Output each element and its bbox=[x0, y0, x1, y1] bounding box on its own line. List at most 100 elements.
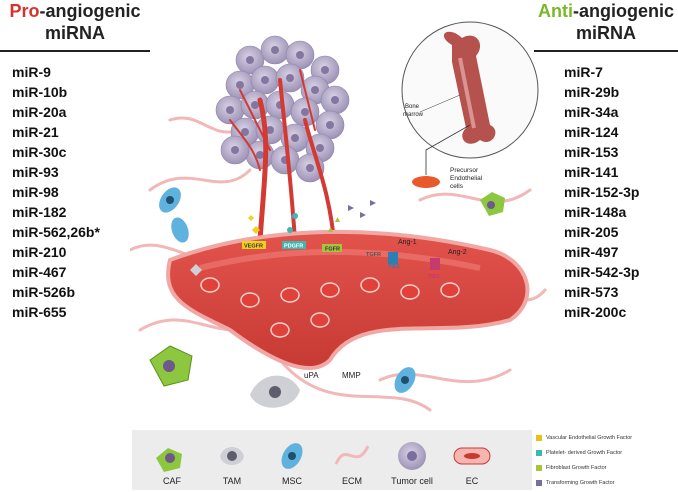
tgfr-label: TGFR bbox=[366, 252, 381, 258]
stromal-cells bbox=[149, 187, 505, 408]
tumor-cell-nucleus bbox=[246, 56, 254, 64]
tam-icon bbox=[220, 447, 244, 465]
growth-factor-marker-icon bbox=[536, 465, 542, 471]
tumor-cell-nucleus bbox=[256, 151, 264, 159]
legend-ecm: ECM bbox=[322, 436, 382, 486]
legend-tumor-cell: Tumor cell bbox=[382, 436, 442, 486]
cell-legend: CAF TAM MSC ECM Tumor cell EC bbox=[132, 430, 532, 490]
tumor-cell-nucleus bbox=[296, 51, 304, 59]
pro-title-rest: -angiogenic bbox=[39, 1, 141, 21]
anti-mirna-item: miR-497 bbox=[564, 244, 619, 260]
tumor-cell-nucleus bbox=[326, 121, 334, 129]
pro-mirna-item: miR-10b bbox=[12, 84, 68, 100]
anti-mirna-item: miR-153 bbox=[564, 144, 619, 160]
anti-mirna-item: miR-7 bbox=[564, 64, 603, 80]
red-blood-cell bbox=[400, 284, 420, 300]
red-blood-cell bbox=[280, 287, 300, 303]
tumor-cell-nucleus bbox=[291, 134, 299, 142]
ec-icon bbox=[453, 447, 491, 465]
legend-tumor-label: Tumor cell bbox=[391, 476, 433, 486]
growth-factor-legend-label: Platelet- derived Growth Factor bbox=[546, 450, 623, 456]
anti-mirna-item: miR-148a bbox=[564, 204, 627, 220]
fgfr-label: FGFR bbox=[325, 247, 340, 253]
legend-caf-label: CAF bbox=[163, 476, 181, 486]
red-blood-cell bbox=[200, 277, 220, 293]
pro-angiogenic-title: Pro-angiogenic miRNA bbox=[0, 0, 150, 44]
pro-mirna-item: miR-30c bbox=[12, 144, 67, 160]
blood-vessel bbox=[166, 229, 530, 370]
tumor-cell-nucleus bbox=[286, 74, 294, 82]
growth-factor-legend-label: Vascular Endothelial Growth Factor bbox=[546, 435, 633, 441]
tumor-cell-nucleus bbox=[251, 101, 259, 109]
pro-mirna-item: miR-182 bbox=[12, 204, 67, 220]
precursor-label-1: Precursor bbox=[450, 167, 479, 174]
red-blood-cells bbox=[200, 277, 460, 338]
precursor-endothelial-cell: Precursor Endothelial cells bbox=[412, 124, 483, 190]
red-blood-cell bbox=[440, 282, 460, 298]
growth-factor-marker-icon bbox=[536, 450, 542, 456]
anti-title-highlight: Anti bbox=[537, 1, 573, 21]
anti-mirna-item: miR-542-3p bbox=[564, 264, 640, 280]
legend-msc-label: MSC bbox=[282, 476, 302, 486]
anti-title-rest: -angiogenic bbox=[572, 1, 674, 21]
red-blood-cell bbox=[310, 312, 330, 328]
tumor-cell-nucleus bbox=[331, 96, 339, 104]
anti-mirna-item: miR-205 bbox=[564, 224, 619, 240]
tumor-cell-nucleus bbox=[261, 76, 269, 84]
growth-factor-legend-label: Transforming Growth Factor bbox=[546, 480, 615, 486]
pro-mirna-item: miR-655 bbox=[12, 304, 67, 320]
precursor-label-2: Endothelial bbox=[450, 175, 483, 182]
tie2-label: TIE2 bbox=[428, 274, 440, 280]
red-blood-cell bbox=[240, 292, 260, 308]
pro-title-line2: miRNA bbox=[44, 23, 105, 43]
anti-mirna-item: miR-141 bbox=[564, 164, 619, 180]
red-blood-cell bbox=[320, 282, 340, 298]
anti-divider bbox=[534, 50, 678, 52]
pro-mirna-item: miR-562,26b* bbox=[12, 224, 100, 240]
pdgfr-label: PDGFR bbox=[284, 244, 303, 250]
ang1-label: Ang-1 bbox=[398, 239, 417, 246]
growth-factor-legend-item: Vascular Endothelial Growth Factor bbox=[534, 432, 678, 444]
legend-ec-label: EC bbox=[465, 476, 479, 486]
tumor-cell-nucleus bbox=[241, 128, 249, 136]
legend-tam: TAM bbox=[202, 436, 262, 486]
tumor-cell-nucleus bbox=[316, 144, 324, 152]
anti-mirna-item: miR-573 bbox=[564, 284, 619, 300]
tumor-cell-nucleus bbox=[311, 86, 319, 94]
pro-angiogenic-panel: Pro-angiogenic miRNA miR-9 miR-10b miR-20a… bbox=[0, 0, 150, 322]
legend-ecm-label: ECM bbox=[342, 476, 362, 486]
anti-mirna-item: miR-34a bbox=[564, 104, 619, 120]
anti-angiogenic-title: Anti-angiogenic miRNA bbox=[534, 0, 678, 44]
angiogenesis-diagram: Bone marrow Precursor Endothelial cells … bbox=[130, 21, 547, 412]
pro-mirna-item: miR-526b bbox=[12, 284, 76, 300]
red-blood-cell bbox=[270, 322, 290, 338]
anti-mirna-item: miR-124 bbox=[564, 124, 619, 140]
pro-mirna-item: miR-20a bbox=[12, 104, 67, 120]
tie1-label: TIE1 bbox=[388, 264, 400, 270]
tumor-cell-nucleus bbox=[231, 146, 239, 154]
growth-factor-legend-item: Fibroblast Growth Factor bbox=[534, 462, 678, 474]
mmp-label: MMP bbox=[342, 371, 361, 380]
tumor-cell-nucleus bbox=[306, 164, 314, 172]
bone-marrow-label-1: Bone bbox=[405, 104, 420, 110]
anti-mirna-item: miR-152-3p bbox=[564, 184, 640, 200]
pro-mirna-item: miR-98 bbox=[12, 184, 59, 200]
tumor-cell-nucleus bbox=[226, 106, 234, 114]
pro-mirna-item: miR-467 bbox=[12, 264, 67, 280]
tumor-mass bbox=[215, 35, 350, 183]
growth-factors bbox=[248, 200, 376, 234]
legend-caf: CAF bbox=[142, 436, 202, 486]
pro-mirna-item: miR-21 bbox=[12, 124, 59, 140]
tumor-cell-nucleus bbox=[301, 108, 309, 116]
growth-factor-marker-icon bbox=[536, 435, 542, 441]
growth-factor-marker-icon bbox=[536, 480, 542, 486]
tumor-cell-nucleus bbox=[271, 46, 279, 54]
pro-mirna-item: miR-9 bbox=[12, 64, 51, 80]
bone-marrow-label-2: marrow bbox=[403, 112, 424, 118]
tumor-cell-nucleus bbox=[321, 66, 329, 74]
ang2-label: Ang-2 bbox=[448, 249, 467, 256]
legend-ec: EC bbox=[442, 436, 502, 486]
